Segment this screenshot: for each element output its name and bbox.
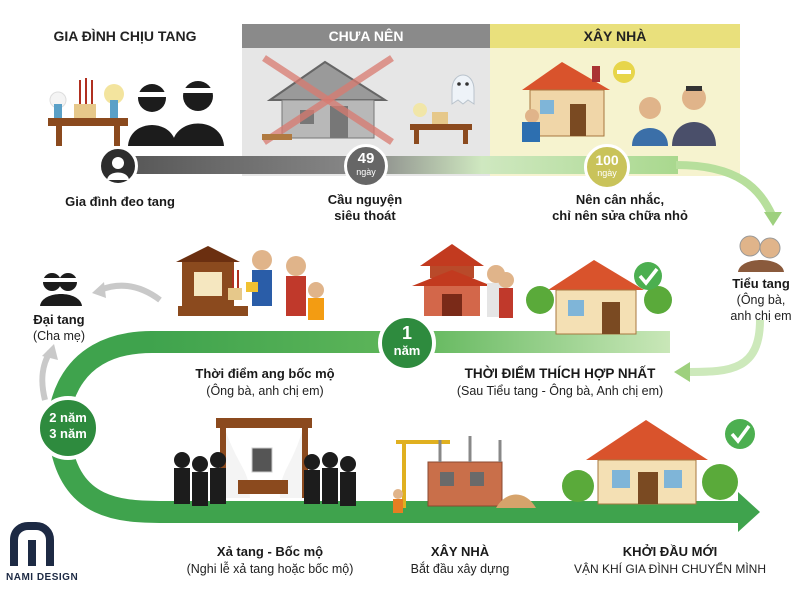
label-new-start: KHỞI ĐẦU MỚI xyxy=(622,544,718,559)
flower-vase-right xyxy=(104,84,124,104)
couple-woman-head xyxy=(498,272,514,288)
mourner-1-head xyxy=(138,84,166,112)
right-curve-mid xyxy=(689,319,764,376)
altar-table xyxy=(48,118,128,126)
ideal-house-roof xyxy=(548,260,644,290)
label-tieu-tang-sub-1: (Ông bà, xyxy=(736,293,786,307)
milestone-1-year: 1 năm xyxy=(378,314,436,372)
gray-house-roof xyxy=(266,60,389,101)
gray-arrow-curve-2 xyxy=(39,350,53,401)
check-icon xyxy=(634,262,662,290)
label-consider-1: Nên cân nhắc, xyxy=(575,192,665,207)
small-altar xyxy=(410,124,472,130)
milestone-49-unit: ngày xyxy=(356,167,376,177)
new-house-check-icon xyxy=(725,419,755,449)
label-tieu-tang: Tiểu tang xyxy=(732,276,790,291)
gray-arrowhead-2 xyxy=(42,344,58,360)
label-best-time-sub: (Sau Tiểu tang - Ông bà, Anh chị em) xyxy=(456,384,664,398)
ideal-house-body xyxy=(555,289,637,335)
label-ang-boc-mo: Thời điểm ang bốc mộ xyxy=(195,366,335,381)
label-build-sub: Bắt đầu xây dựng xyxy=(410,562,510,576)
incense-pot xyxy=(74,104,96,118)
milestone-49-number: 49 xyxy=(357,150,375,167)
prayer-woman-head xyxy=(286,256,306,276)
label-xa-tang-sub: (Nghi lễ xả tang hoặc bốc mộ) xyxy=(186,562,354,576)
label-dai-tang-sub: (Cha mẹ) xyxy=(32,329,86,343)
band-chua-nen-header xyxy=(242,24,490,48)
label-ang-boc-mo-sub: (Ông bà, anh chị em) xyxy=(206,384,324,398)
arrow-down-right xyxy=(764,212,782,226)
sand-pile xyxy=(496,494,536,508)
man-2-head xyxy=(682,86,706,110)
gray-arrow-curve-1 xyxy=(98,282,162,303)
gray-arrowhead-1 xyxy=(92,282,106,298)
label-xa-tang: Xả tang - Bốc mộ xyxy=(216,544,324,559)
milestone-100-unit: ngày xyxy=(597,168,617,178)
label-build: XÂY NHÀ xyxy=(430,544,490,559)
funeral-canopy xyxy=(216,418,312,428)
milestone-100-number: 100 xyxy=(595,152,619,168)
bottom-timeline-bar xyxy=(160,501,740,523)
building-frame xyxy=(427,461,503,507)
prayer-child-head xyxy=(308,282,324,298)
label-best-time: THỜI ĐIỂM THÍCH HỢP NHẤT xyxy=(464,366,656,381)
label-new-start-sub: VẬN KHÍ GIA ĐÌNH CHUYỂN MÌNH xyxy=(573,562,767,576)
header-chua-nen: CHƯA NÊN xyxy=(328,28,404,44)
brick-house-roof xyxy=(522,62,610,90)
label-tieu-tang-sub-2: anh chị em xyxy=(730,309,792,323)
elder-1-head xyxy=(739,235,761,257)
label-pray-1: Cầu nguyện xyxy=(327,192,403,207)
brand-name: NAMI DESIGN xyxy=(6,572,79,583)
milestone-2-years: 2 năm xyxy=(49,410,87,425)
milestone-1-year-number: 1 xyxy=(401,323,412,343)
milestone-1-year-unit: năm xyxy=(393,343,421,358)
label-dai-tang: Đại tang xyxy=(33,312,85,327)
milestone-3-years: 3 năm xyxy=(49,426,87,441)
new-house-roof xyxy=(586,420,708,460)
nami-logo-icon xyxy=(10,522,54,566)
milestone-49-days: 49 ngày xyxy=(344,144,388,188)
label-pray-2: siêu thoát xyxy=(334,208,396,223)
arrow-left-mid xyxy=(674,362,690,382)
pagoda-roof-top xyxy=(420,244,484,266)
worker-head xyxy=(525,109,539,123)
label-consider-2: chỉ nên sửa chữa nhỏ xyxy=(552,208,688,223)
milestone-100-days: 100 ngày xyxy=(584,144,630,190)
arrow-right-bottom xyxy=(738,492,760,532)
right-curve-top xyxy=(675,161,776,217)
person-icon xyxy=(98,146,138,186)
funeral-portrait xyxy=(251,447,273,473)
header-xay-nha: XÂY NHÀ xyxy=(583,28,647,44)
ghost-icon xyxy=(451,74,475,105)
top-timeline-bar xyxy=(118,156,678,174)
elder-2-head xyxy=(759,237,781,259)
milestone-2-3-years: 2 năm 3 năm xyxy=(36,396,100,460)
man-1-head xyxy=(639,97,661,119)
band-xay-nha-header xyxy=(490,24,740,48)
label-family-mourning: Gia đình đeo tang xyxy=(65,194,175,209)
header-gia-dinh-chiu-tang: GIA ĐÌNH CHỊU TANG xyxy=(53,28,197,44)
prayer-man-head xyxy=(252,250,272,270)
pagoda-roof-bottom xyxy=(412,270,492,286)
mourner-2-head xyxy=(183,81,213,111)
